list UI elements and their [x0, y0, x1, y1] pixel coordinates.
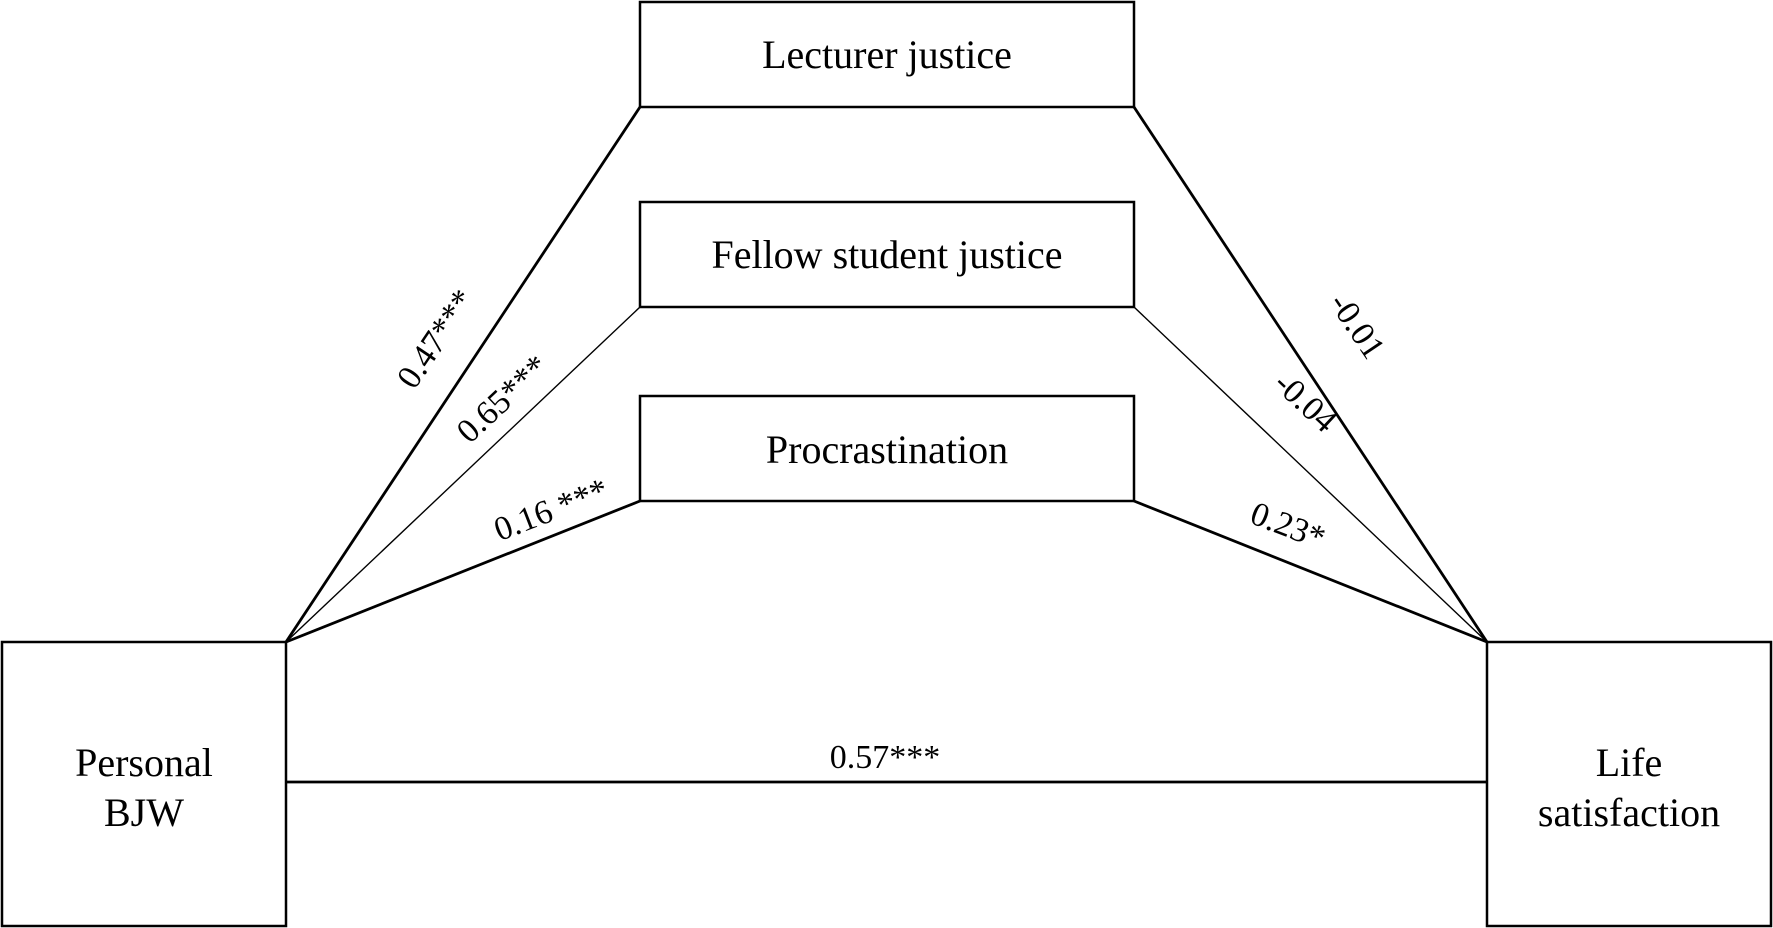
- personal-bjw-box: [0, 640, 288, 928]
- path-bjw-to-lecturer: [284, 106, 642, 643]
- fellow-student-justice-box: [638, 200, 1136, 309]
- coef-bjw-to-life: 0.57***: [830, 739, 941, 776]
- lecturer-justice-box: [638, 0, 1136, 109]
- coef-bjw-to-fellow: 0.65***: [450, 348, 556, 450]
- path-fellow-to-life: [1133, 306, 1488, 643]
- coef-procrastination-to-life: 0.23*: [1245, 495, 1330, 557]
- path-bjw-to-fellow: [285, 306, 641, 643]
- path-lecturer-to-life: [1132, 106, 1489, 643]
- coef-lecturer-to-life: -0.01: [1322, 286, 1392, 365]
- life-satisfaction-box: [1485, 640, 1773, 928]
- personal-bjw-label-line1: Personal: [75, 740, 213, 785]
- path-bjw-to-procrastination: [285, 499, 641, 644]
- lecturer-justice-label: Lecturer justice: [762, 32, 1012, 77]
- path-procrastination-to-life: [1133, 499, 1488, 644]
- coef-fellow-to-life: -0.04: [1267, 365, 1344, 440]
- personal-bjw-label-line2: BJW: [104, 790, 184, 835]
- life-satisfaction-label-line2: satisfaction: [1538, 790, 1720, 835]
- procrastination-box: [638, 394, 1136, 503]
- fellow-student-justice-label: Fellow student justice: [711, 232, 1062, 277]
- coef-bjw-to-lecturer: 0.47***: [390, 283, 482, 395]
- life-satisfaction-label-line1: Life: [1596, 740, 1663, 785]
- procrastination-label: Procrastination: [766, 427, 1008, 472]
